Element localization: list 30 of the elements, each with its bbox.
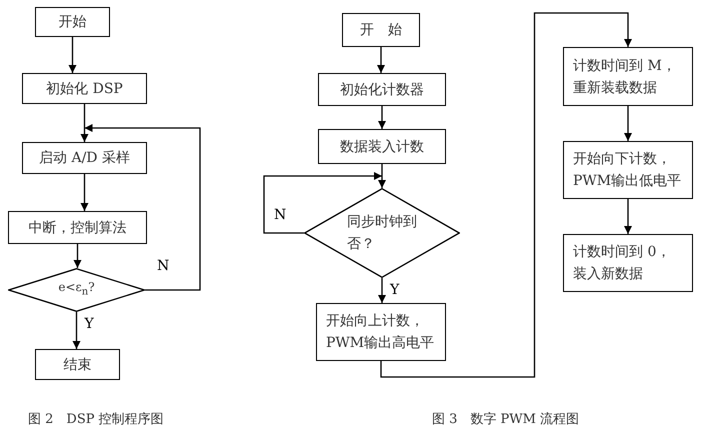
figure-caption: 图 2 DSP 控制程序图 [28, 411, 164, 428]
process-box: 计数时间到 M，重新装载数据 [563, 47, 693, 106]
arrow [378, 164, 386, 188]
process-box: 开 始 [342, 13, 420, 47]
arrow [80, 174, 88, 211]
arrow [263, 172, 382, 234]
arrow [80, 104, 88, 142]
decision-diamond: e<ε$_{n}$? [8, 268, 145, 312]
arrow [624, 199, 632, 234]
arrow [624, 106, 632, 141]
arrow [378, 106, 386, 129]
arrow [377, 47, 385, 73]
decision-diamond: 同步时钟到否？ [304, 188, 460, 278]
arrow [72, 312, 80, 349]
process-box: 计数时间到 0，装入新数据 [563, 234, 693, 292]
process-box: 开始向下计数，PWM输出低电平 [563, 141, 693, 199]
figure-caption: 图 3 数字 PWM 流程图 [432, 411, 580, 428]
process-box: 初始化计数器 [318, 73, 446, 106]
process-box: 初始化 DSP [22, 73, 147, 104]
process-box: 开始 [35, 7, 110, 37]
arrow [74, 244, 82, 268]
process-box: 结束 [35, 349, 120, 380]
process-box: 中断，控制算法 [8, 211, 147, 244]
process-box: 数据装入计数 [318, 129, 446, 164]
arrow [84, 124, 201, 291]
arrow [380, 12, 632, 378]
arrow [378, 278, 386, 303]
process-box: 开始向上计数，PWM输出高电平 [316, 303, 446, 361]
arrow [68, 37, 76, 73]
process-box: 启动 A/D 采样 [22, 142, 147, 174]
